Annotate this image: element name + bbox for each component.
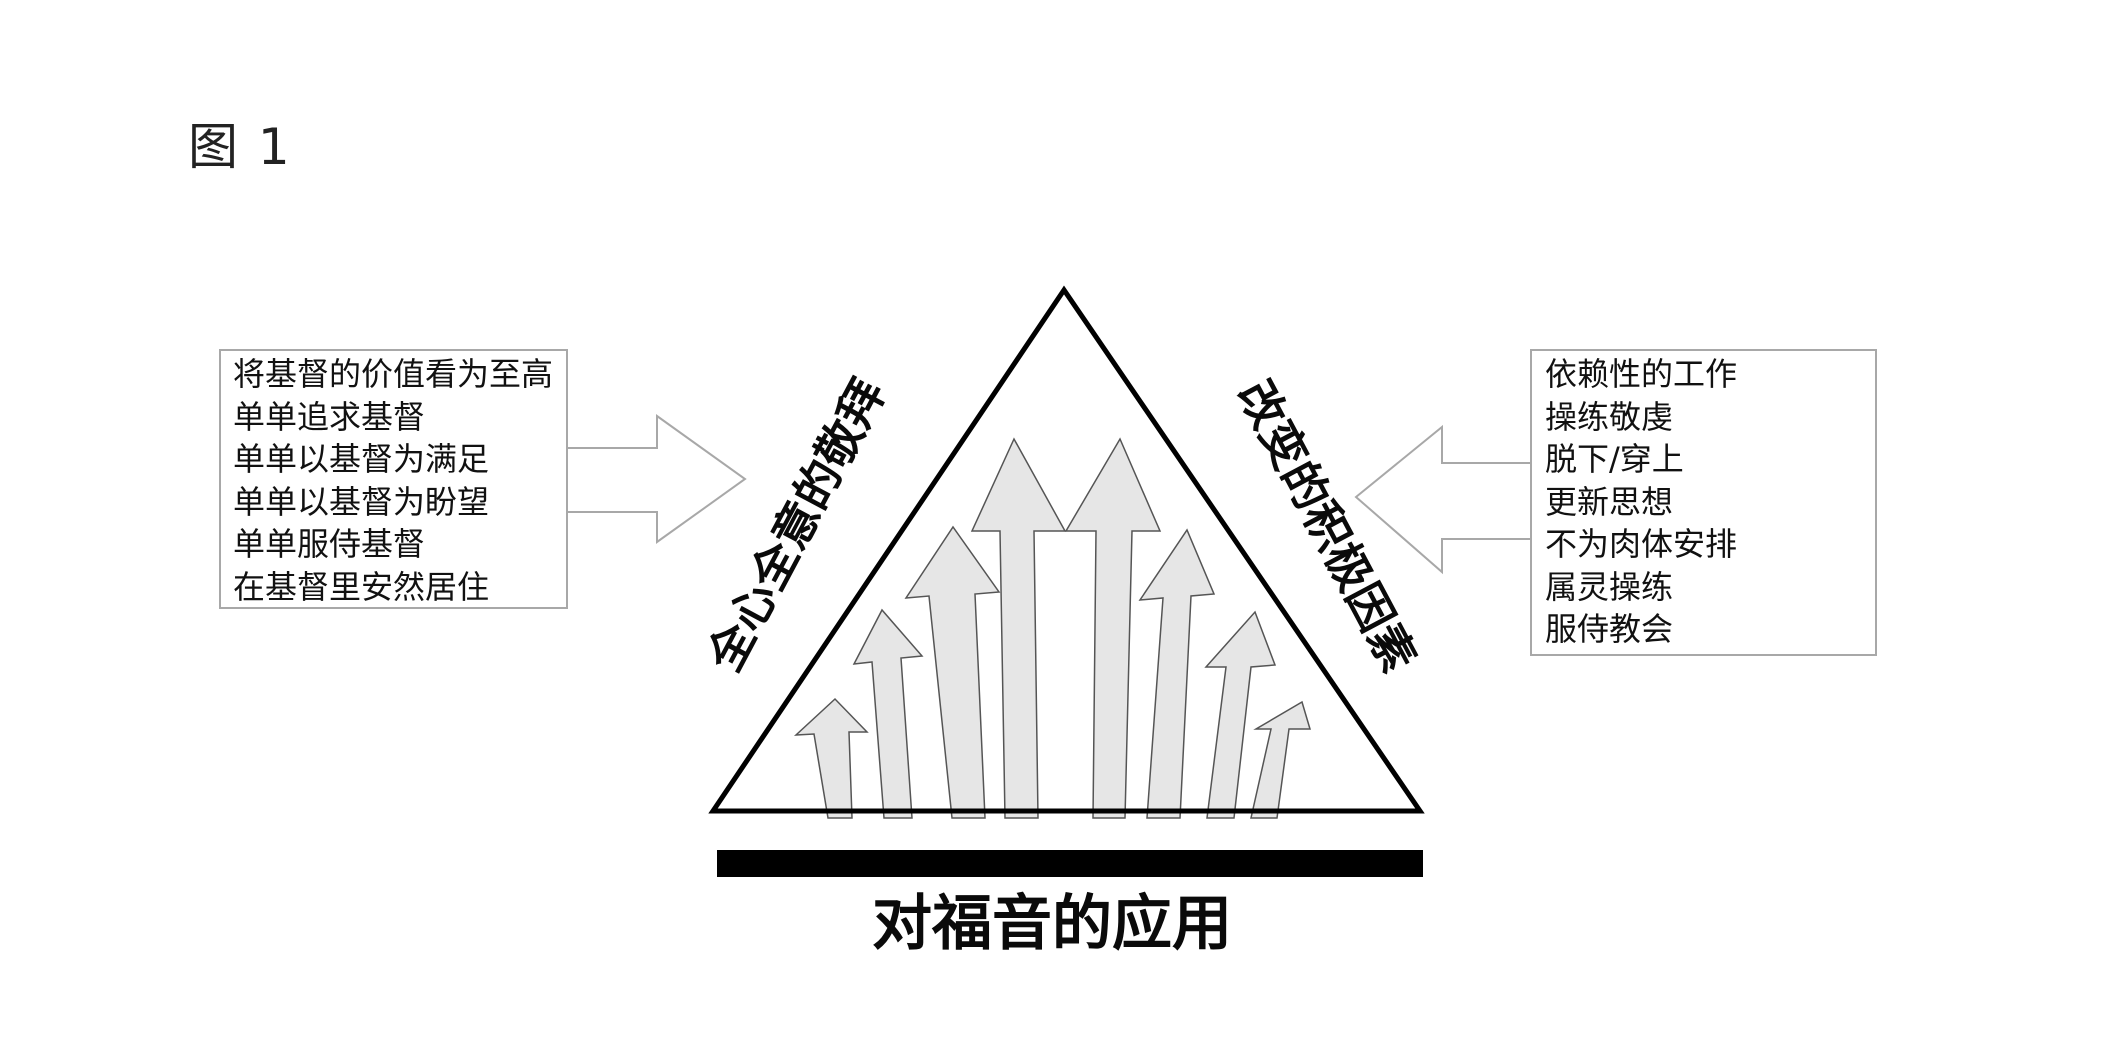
left-list-item: 单单服侍基督 — [233, 525, 426, 563]
right-list-item: 服侍教会 — [1545, 610, 1674, 648]
left-text-box — [219, 349, 568, 609]
up-arrow-3 — [904, 525, 1001, 819]
left-list-item: 单单以基督为盼望 — [233, 482, 490, 521]
right-list: 依赖性的工作 操练敬虔 脱下/穿上 更新思想 不为肉体安排 属灵操练 服侍教会 — [1545, 353, 1737, 651]
up-arrow-4 — [970, 437, 1067, 819]
right-list-item: 更新思想 — [1545, 482, 1674, 521]
up-arrow-2 — [852, 608, 924, 819]
left-list-item: 将基督的价值看为至高 — [233, 355, 554, 393]
right-list-item: 不为肉体安排 — [1545, 525, 1738, 563]
right-list-item: 脱下/穿上 — [1545, 440, 1684, 478]
figure-label: 图 1 — [188, 118, 292, 176]
right-list-item: 操练敬虔 — [1545, 397, 1674, 436]
up-arrow-8 — [1250, 700, 1312, 819]
up-arrow-5 — [1064, 437, 1162, 819]
base-label: 对福音的应用 — [872, 889, 1232, 959]
left-list-item: 在基督里安然居住 — [233, 567, 490, 606]
up-arrow-6 — [1138, 528, 1216, 819]
left-list-item: 单单以基督为满足 — [233, 440, 490, 478]
base-bar — [717, 850, 1423, 877]
left-pointer-arrow — [566, 414, 747, 544]
right-text-box — [1530, 349, 1877, 656]
left-list-item: 单单追求基督 — [233, 397, 426, 436]
right-list-item: 依赖性的工作 — [1545, 355, 1738, 393]
right-pointer-arrow — [1354, 424, 1532, 575]
upward-arrows — [793, 437, 1312, 819]
up-arrow-1 — [793, 697, 869, 819]
triangle-outline — [708, 285, 1425, 814]
up-arrow-7 — [1204, 610, 1277, 819]
left-list: 将基督的价值看为至高 单单追求基督 单单以基督为满足 单单以基督为盼望 单单服侍… — [233, 353, 553, 608]
right-list-item: 属灵操练 — [1545, 567, 1674, 606]
